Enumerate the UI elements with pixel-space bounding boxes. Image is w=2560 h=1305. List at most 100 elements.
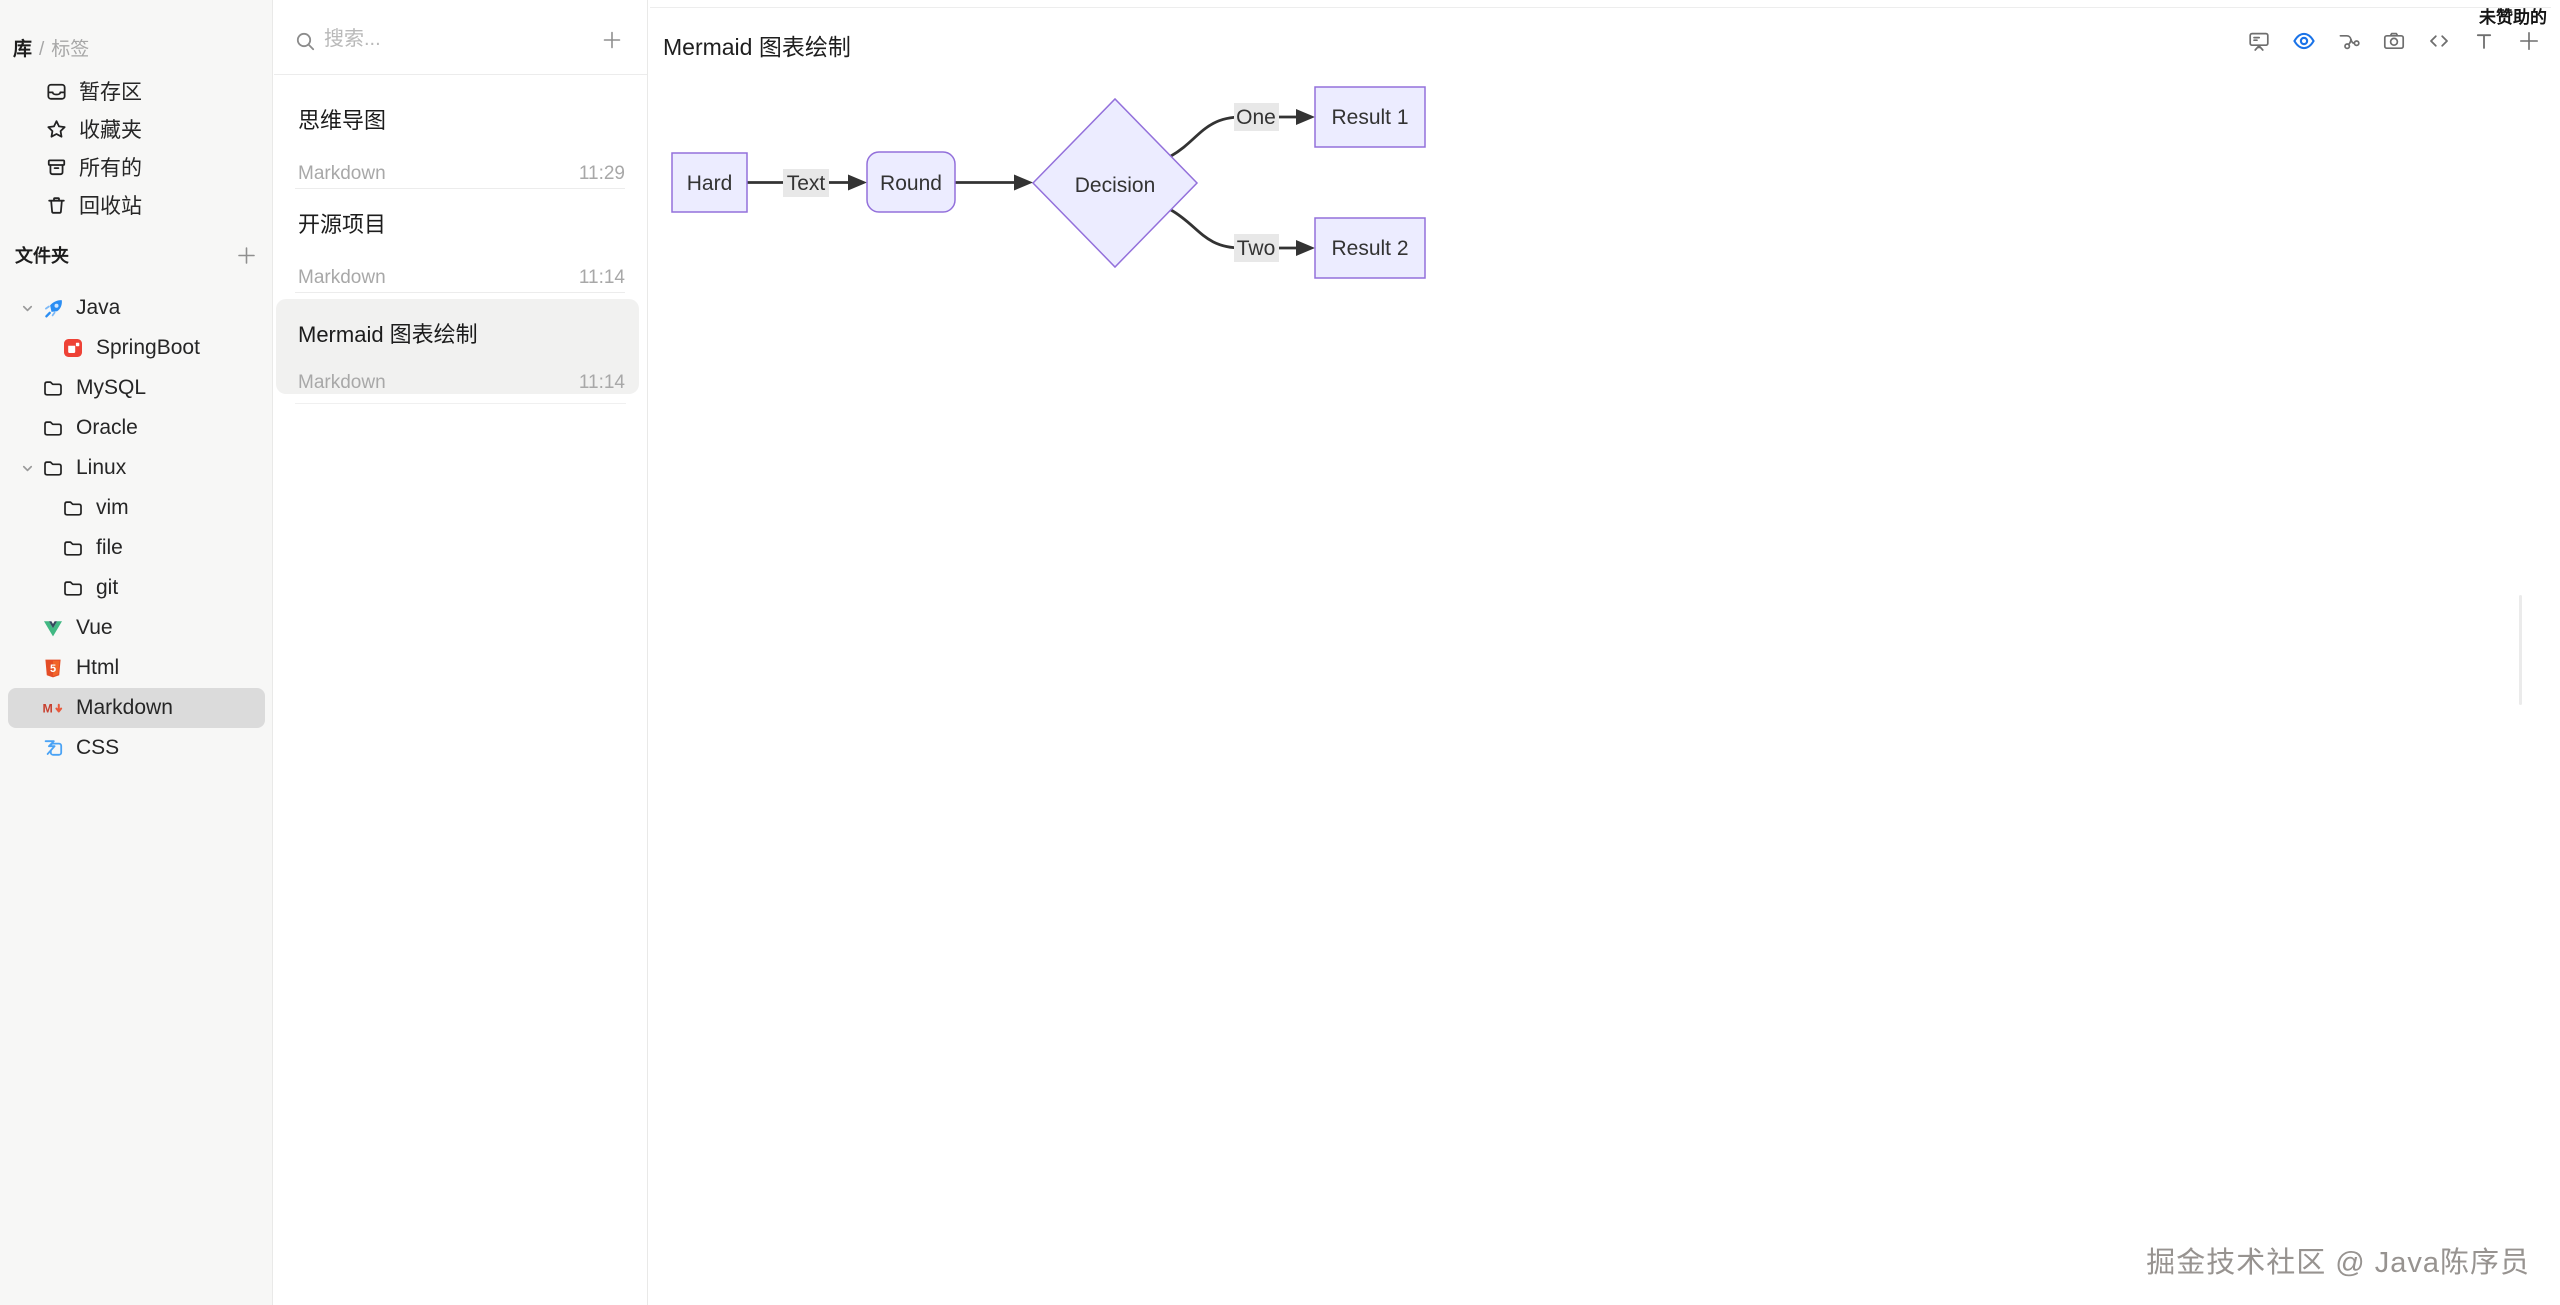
note-title: Mermaid 图表绘制	[298, 322, 478, 347]
mermaid-flowchart: Text One Two Hard Round Decision Result …	[671, 86, 1426, 279]
editor-panel: 未赞助的 Mermaid 图表绘制 Text One	[648, 0, 2560, 1305]
arrowhead-icon	[848, 174, 867, 191]
star-icon	[47, 119, 66, 138]
sidebar-item-label: vim	[96, 496, 129, 519]
sidebar-item-oracle[interactable]: Oracle	[8, 408, 265, 448]
markdown-icon: M	[42, 701, 63, 715]
note-type: Markdown	[298, 267, 386, 288]
collections-list: 暂存区 收藏夹 所有的 回收站	[0, 72, 272, 224]
add-folder-button plus-icon[interactable]	[237, 246, 256, 265]
search-input[interactable]	[324, 24, 554, 54]
sidebar-item-label: 所有的	[79, 157, 142, 180]
add-note-button plus-icon[interactable]	[602, 30, 622, 50]
breadcrumb-library[interactable]: 库	[13, 39, 33, 60]
git-branch-icon[interactable]	[2337, 29, 2361, 53]
sidebar-item-label: MySQL	[76, 376, 147, 399]
note-time: 11:14	[578, 267, 625, 288]
sidebar-item-label: git	[96, 576, 119, 599]
camera-icon[interactable]	[2382, 29, 2406, 53]
note-list-item[interactable]: 开源项目 Markdown 11:14	[274, 189, 647, 293]
folder-icon	[64, 541, 82, 556]
note-list: 思维导图 Markdown 11:29 开源项目 Markdown 11:14 …	[274, 75, 647, 404]
flow-node-result2	[1314, 217, 1426, 279]
sidebar-item-all[interactable]: 所有的	[0, 148, 272, 186]
sidebar-item-trash[interactable]: 回收站	[0, 186, 272, 224]
sidebar-item-label: 暂存区	[79, 81, 142, 104]
flow-node-hard-label: Hard	[687, 172, 733, 195]
sidebar-item-mysql[interactable]: MySQL	[8, 368, 265, 408]
presentation-icon[interactable]	[2247, 29, 2271, 53]
note-type: Markdown	[298, 163, 386, 184]
folders-label: 文件夹	[15, 246, 69, 266]
sidebar-item-label: 收藏夹	[79, 119, 142, 142]
eye-icon preview-active[interactable]	[2292, 29, 2316, 53]
java-icon rocket-icon	[45, 300, 62, 318]
arrowhead-icon	[1014, 174, 1033, 191]
sidebar-item-linux[interactable]: Linux	[8, 448, 265, 488]
folder-icon	[44, 421, 62, 436]
page-title: Mermaid 图表绘制	[663, 34, 851, 60]
vue-icon	[44, 621, 62, 637]
folder-icon	[44, 461, 62, 476]
list-divider	[295, 403, 626, 404]
titlebar-divider	[650, 7, 2551, 8]
sidebar-item-label: file	[96, 536, 123, 559]
list-divider	[295, 188, 625, 189]
sponsor-status-label[interactable]: 未赞助的	[2479, 8, 2547, 27]
note-time: 11:14	[578, 372, 625, 393]
chevron-down-icon[interactable]	[20, 461, 42, 476]
sidebar-item-markdown[interactable]: M Markdown	[8, 688, 265, 728]
flow-node-result2-label: Result 2	[1331, 237, 1408, 260]
folder-icon	[44, 381, 62, 396]
arrowhead-icon	[1296, 240, 1315, 256]
sidebar-item-label: Markdown	[76, 696, 173, 719]
trash-icon	[48, 196, 65, 214]
breadcrumb-tags[interactable]: 标签	[51, 39, 90, 60]
note-time: 11:29	[578, 163, 625, 184]
chevron-down-icon[interactable]	[20, 301, 42, 316]
sidebar-item-file[interactable]: file	[8, 528, 265, 568]
note-list-item-selected[interactable]: Mermaid 图表绘制 Markdown 11:14	[276, 299, 639, 394]
svg-text:M: M	[42, 701, 52, 715]
editor-toolbar	[2247, 29, 2541, 53]
springboot-icon	[64, 339, 82, 357]
plus-icon add-button[interactable]	[2517, 29, 2541, 53]
flow-node-decision-label: Decision	[1075, 174, 1156, 197]
svg-text:5: 5	[50, 663, 56, 675]
search-icon	[296, 32, 315, 51]
sidebar-item-vue[interactable]: Vue	[8, 608, 265, 648]
watermark: 掘金技术社区 @ Java陈序员	[2146, 1247, 2530, 1279]
sidebar-item-css[interactable]: CSS	[8, 728, 265, 768]
edge-label-bg	[1234, 103, 1279, 131]
sidebar-item-git[interactable]: git	[8, 568, 265, 608]
code-icon[interactable]	[2427, 29, 2451, 53]
arrowhead-icon	[1296, 109, 1315, 125]
sidebar-item-label: SpringBoot	[96, 336, 200, 359]
sidebar-item-springboot[interactable]: SpringBoot	[8, 328, 265, 368]
sidebar-item-favorites[interactable]: 收藏夹	[0, 110, 272, 148]
sidebar-item-html[interactable]: 5 Html	[8, 648, 265, 688]
note-list-panel: 思维导图 Markdown 11:29 开源项目 Markdown 11:14 …	[274, 0, 648, 1305]
library-sidebar: 库 / 标签 暂存区 收藏夹 所有的 回收站 文件夹 Java	[0, 0, 273, 1305]
flow-node-decision	[1031, 97, 1199, 269]
sidebar-item-vim[interactable]: vim	[8, 488, 265, 528]
note-list-item[interactable]: 思维导图 Markdown 11:29	[274, 85, 647, 189]
edge-label-two: Two	[1237, 237, 1276, 260]
flow-node-hard	[671, 152, 748, 213]
sidebar-item-label: 回收站	[79, 195, 142, 218]
sidebar-item-label: Vue	[76, 616, 113, 639]
sidebar-item-label: Oracle	[76, 416, 138, 439]
sidebar-item-label: Html	[76, 656, 120, 679]
breadcrumb-separator: /	[39, 39, 45, 60]
sidebar-item-java[interactable]: Java	[8, 288, 265, 328]
text-icon[interactable]	[2472, 29, 2496, 53]
flow-node-result1-label: Result 1	[1331, 106, 1408, 129]
sidebar-item-scratchpad[interactable]: 暂存区	[0, 72, 272, 110]
note-type: Markdown	[298, 372, 386, 393]
sidebar-item-label: Java	[76, 296, 121, 319]
scrollbar-thumb[interactable]	[2519, 595, 2522, 705]
sidebar-item-label: CSS	[76, 736, 120, 759]
inbox-icon	[47, 83, 66, 100]
edge-label-text: Text	[787, 172, 826, 195]
folders-header: 文件夹	[15, 242, 256, 268]
